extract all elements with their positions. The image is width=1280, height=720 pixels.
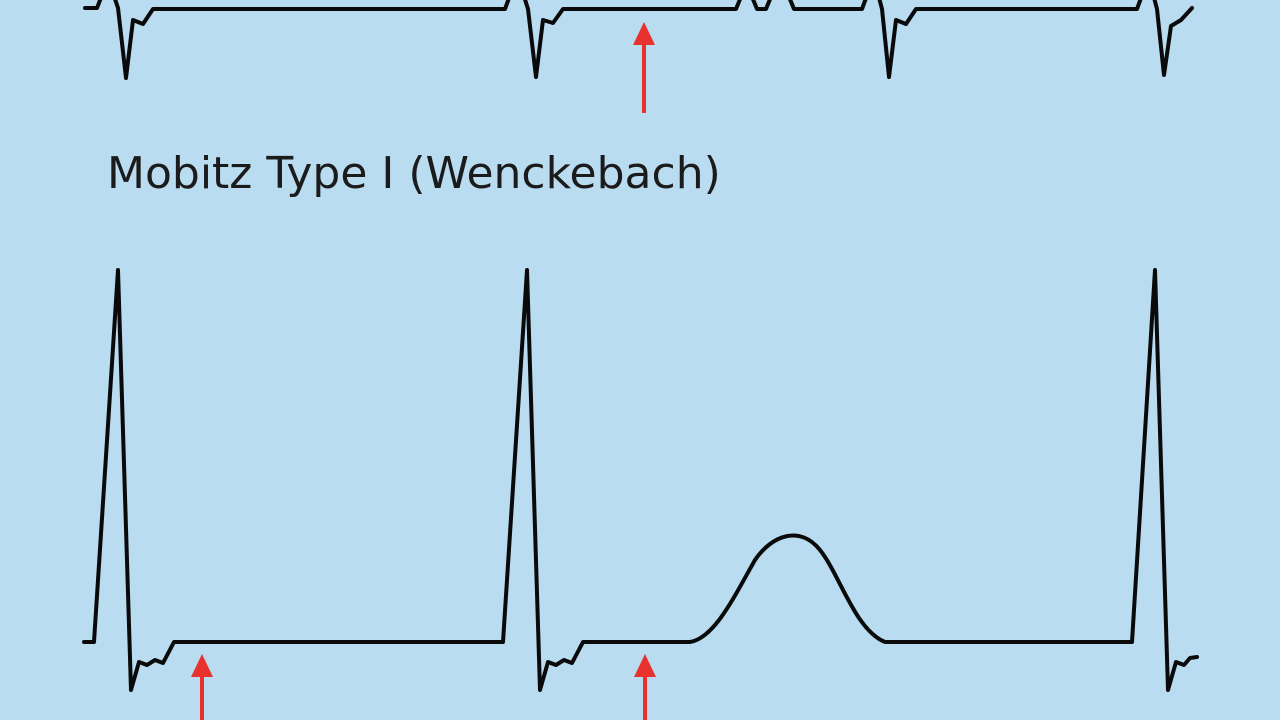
top-arrow [633, 22, 655, 113]
top-ecg-trace [83, 0, 1194, 80]
bottom-arrow-right [634, 654, 656, 720]
bottom-ecg-trace [82, 268, 1199, 692]
top-ecg-strip [83, 0, 1194, 113]
bottom-ecg-strip [82, 268, 1199, 720]
diagram-caption: Mobitz Type I (Wenckebach) [107, 148, 721, 199]
bottom-arrow-left [191, 654, 213, 720]
